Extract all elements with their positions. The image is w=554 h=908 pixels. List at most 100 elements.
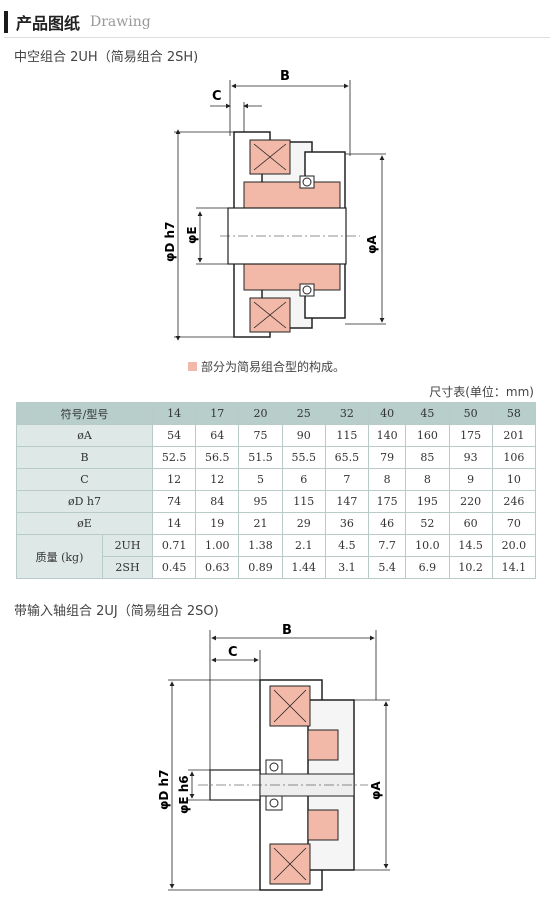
cell: 106	[491, 446, 537, 469]
cell: 220	[448, 490, 493, 513]
cell: 4.5	[324, 534, 370, 557]
cell: 74	[151, 490, 197, 513]
mass-sub-label: 2SH	[102, 556, 153, 579]
size-col: 32	[324, 402, 370, 425]
size-col: 40	[368, 402, 407, 425]
cell: 1.38	[238, 534, 283, 557]
dim-c-label: C	[212, 89, 222, 104]
cell: 29	[281, 512, 326, 535]
header-subtitle: Drawing	[90, 14, 151, 30]
table-title: 尺寸表(单位：mm)	[429, 385, 534, 399]
dim-e-label: φE	[185, 226, 199, 244]
size-col: 50	[448, 402, 493, 425]
cell: 54	[151, 424, 197, 447]
cell: 60	[448, 512, 493, 535]
cell: 64	[195, 424, 240, 447]
size-col: 17	[195, 402, 240, 425]
cell: 8	[405, 468, 450, 491]
dim-d-label: φD h7	[157, 770, 171, 810]
cell: 10.0	[405, 534, 450, 557]
legend: 部分为简易组合型的构成。	[188, 358, 345, 375]
cell: 160	[405, 424, 450, 447]
cell: 14	[151, 512, 197, 535]
section2-title: 带输入轴组合 2UJ（简易组合 2SO)	[14, 604, 219, 619]
section1-title: 中空组合 2UH（简易组合 2SH)	[14, 50, 199, 65]
cell: 7	[324, 468, 370, 491]
cell: 65.5	[324, 446, 370, 469]
dim-b-label: B	[280, 69, 290, 84]
cell: 75	[238, 424, 283, 447]
cell: 79	[368, 446, 407, 469]
cell: 115	[281, 490, 326, 513]
cell: 5	[238, 468, 283, 491]
table-row: øA 54 64 75 90 115 140 160 175 201	[16, 424, 537, 447]
section-header: 产品图纸 Drawing	[4, 8, 151, 36]
cell: 55.5	[281, 446, 326, 469]
legend-text: 部分为简易组合型的构成。	[201, 360, 346, 374]
cell: 93	[448, 446, 493, 469]
dim-c-label: C	[228, 645, 238, 660]
row-label: øE	[16, 512, 153, 535]
header-divider	[4, 37, 550, 38]
cell: 147	[324, 490, 370, 513]
header-bar	[4, 11, 8, 33]
cell: 70	[491, 512, 537, 535]
row-label: B	[16, 446, 153, 469]
cell: 85	[405, 446, 450, 469]
cell: 20.0	[491, 534, 537, 557]
header-title: 产品图纸	[16, 14, 81, 33]
cell: 0.45	[151, 556, 197, 579]
cell: 175	[448, 424, 493, 447]
dim-e-label: φE h6	[177, 775, 191, 814]
drawing-2uj: B C φE h6 φD h7	[148, 620, 408, 902]
size-col: 25	[281, 402, 326, 425]
cell: 6	[281, 468, 326, 491]
table-row: øD h7 74 84 95 115 147 175 195 220 246	[16, 490, 537, 513]
cell: 51.5	[238, 446, 283, 469]
row-label: øD h7	[16, 490, 153, 513]
cell: 1.00	[195, 534, 240, 557]
legend-swatch	[188, 362, 197, 371]
cell: 0.71	[151, 534, 197, 557]
cell: 12	[195, 468, 240, 491]
cell: 95	[238, 490, 283, 513]
cell: 5.4	[368, 556, 407, 579]
drawing-2uh: B C φE φD h7	[150, 66, 410, 356]
cell: 10	[491, 468, 537, 491]
table-header-row: 符号/型号 14 17 20 25 32 40 45 50 58	[16, 402, 537, 425]
cell: 10.2	[448, 556, 493, 579]
dim-b-label: B	[282, 623, 292, 638]
cell: 52	[405, 512, 450, 535]
cell: 140	[368, 424, 407, 447]
cell: 14.5	[448, 534, 493, 557]
row-label: C	[16, 468, 153, 491]
cell: 0.89	[238, 556, 283, 579]
cell: 1.44	[281, 556, 326, 579]
mass-sub-label: 2UH	[102, 534, 153, 557]
table-row: B 52.5 56.5 51.5 55.5 65.5 79 85 93 106	[16, 446, 537, 469]
cell: 14.1	[491, 556, 537, 579]
size-col: 20	[238, 402, 283, 425]
size-col: 14	[151, 402, 197, 425]
table-row-mass-2sh: 2SH 0.45 0.63 0.89 1.44 3.1 5.4 6.9 10.2…	[17, 556, 537, 579]
cell: 115	[324, 424, 370, 447]
spec-table: 符号/型号 14 17 20 25 32 40 45 50 58 øA 54 6…	[16, 402, 537, 579]
cell: 12	[151, 468, 197, 491]
cell: 46	[368, 512, 407, 535]
cell: 19	[195, 512, 240, 535]
size-col: 45	[405, 402, 450, 425]
cell: 246	[491, 490, 537, 513]
cell: 7.7	[368, 534, 407, 557]
cell: 175	[368, 490, 407, 513]
dim-a-label: φA	[369, 781, 383, 800]
cell: 9	[448, 468, 493, 491]
table-row: C 12 12 5 6 7 8 8 9 10	[16, 468, 537, 491]
size-col: 58	[491, 402, 537, 425]
cell: 195	[405, 490, 450, 513]
table-header-label: 符号/型号	[16, 402, 153, 425]
cell: 90	[281, 424, 326, 447]
dim-a-label: φA	[365, 235, 379, 254]
cell: 8	[368, 468, 407, 491]
cell: 3.1	[324, 556, 370, 579]
cell: 84	[195, 490, 240, 513]
